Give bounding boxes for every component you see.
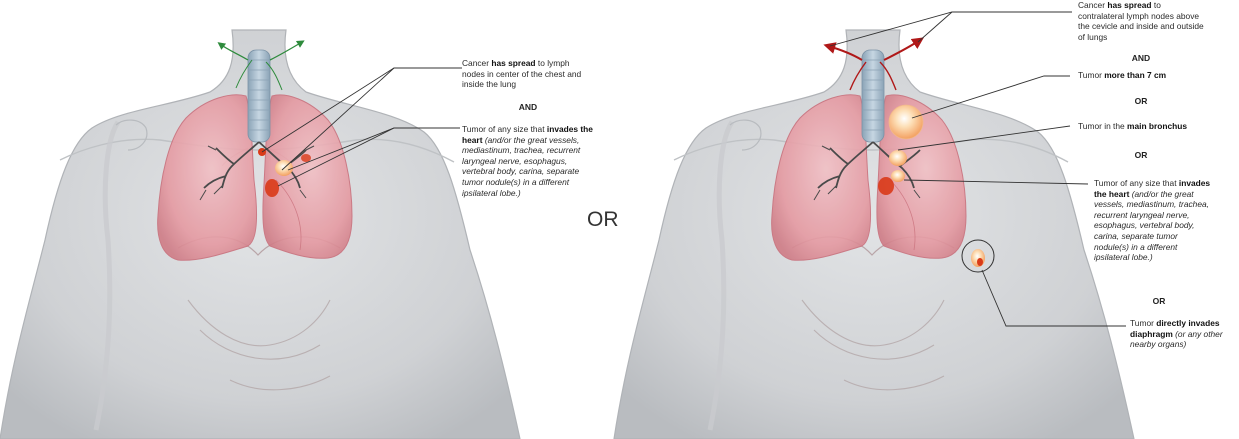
right-label-invades-diaphragm: Tumor directly invades diaphragm (or any… xyxy=(1130,318,1234,350)
right-label-contralateral-spread: Cancer has spread to contralateral lymph… xyxy=(1078,0,1204,42)
right-tumor-7cm xyxy=(889,105,923,139)
left-node-tumor-lower xyxy=(265,179,279,197)
left-trachea xyxy=(248,50,270,142)
right-tumor-heart-invasion xyxy=(891,170,905,182)
right-label-main-bronchus: Tumor in the main bronchus xyxy=(1078,121,1208,132)
right-connector-and: AND xyxy=(1078,53,1204,63)
left-label-lymph-spread: Cancer has spread to lymph nodes in cent… xyxy=(462,58,594,90)
right-label-invades-heart: Tumor of any size that invades the heart… xyxy=(1094,178,1212,263)
right-torso xyxy=(614,12,1134,439)
left-torso xyxy=(0,30,520,439)
left-connector-and: AND xyxy=(462,102,594,112)
or-separator: OR xyxy=(587,208,619,232)
left-lymph-node-hilar xyxy=(301,154,311,162)
left-label-invades-heart: Tumor of any size that invades the heart… xyxy=(462,124,597,198)
right-node-tumor-lower xyxy=(878,177,894,195)
right-connector-or-2: OR xyxy=(1078,150,1204,160)
right-connector-or-3: OR xyxy=(1100,296,1218,306)
right-label-more-than-7cm: Tumor more than 7 cm xyxy=(1078,70,1204,81)
right-tumor-main-bronchus xyxy=(889,150,907,166)
right-connector-or-1: OR xyxy=(1078,96,1204,106)
right-tumor-diaphragm-core xyxy=(977,258,983,266)
